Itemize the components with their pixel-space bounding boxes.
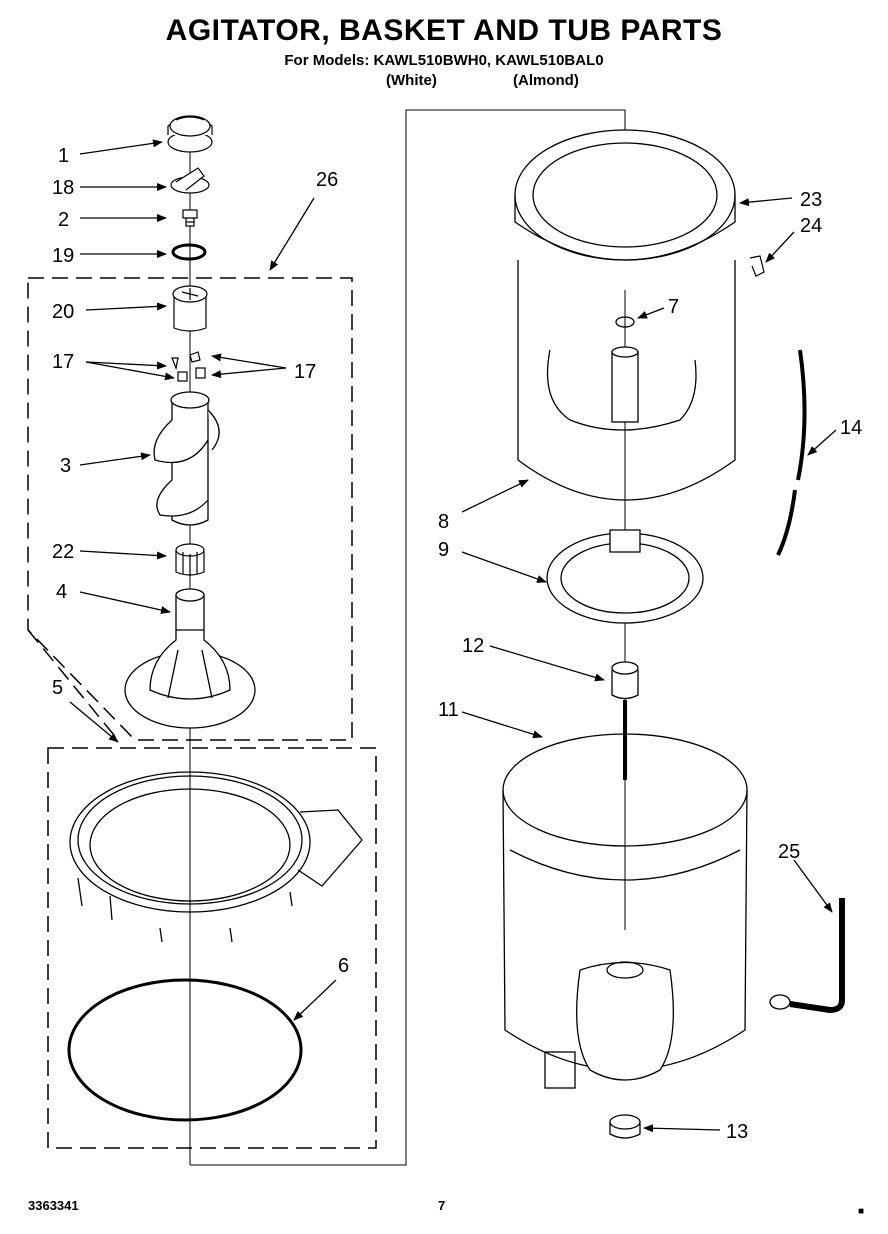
retainer-clip xyxy=(170,167,210,194)
callout-14: 14 xyxy=(840,417,862,439)
tub-ring xyxy=(69,771,363,943)
color-label-almond: (Almond) xyxy=(513,72,579,89)
callout-8: 8 xyxy=(438,511,449,533)
agitator-auger xyxy=(153,391,220,526)
callout-1: 1 xyxy=(58,145,69,167)
callout-25: 25 xyxy=(778,841,800,863)
agitator-kit-box xyxy=(27,277,353,741)
color-label-white: (White) xyxy=(386,72,437,89)
agitator-cam xyxy=(172,285,208,332)
agitator-cap xyxy=(167,115,213,153)
callout-5: 5 xyxy=(52,677,63,699)
callout-24: 24 xyxy=(800,215,822,237)
drive-bell xyxy=(175,543,205,576)
basket-drive-hub xyxy=(546,529,704,624)
callout-12: 12 xyxy=(462,635,484,657)
callout-23: 23 xyxy=(800,189,822,211)
callout-18: 18 xyxy=(52,177,74,199)
assembly-line-left xyxy=(189,109,626,1166)
callout-20: 20 xyxy=(52,301,74,323)
callout-numbers: 1 18 2 19 26 20 17 17 3 22 4 5 6 23 24 7… xyxy=(52,145,862,1143)
ring-kit-box xyxy=(47,747,377,1149)
callout-22: 22 xyxy=(52,541,74,563)
snap-ring xyxy=(67,978,303,1122)
callout-19: 19 xyxy=(52,245,74,267)
agitator-dogs xyxy=(171,351,206,382)
o-ring xyxy=(171,243,207,261)
callout-13: 13 xyxy=(726,1121,748,1143)
drain-hose xyxy=(789,898,845,1014)
callout-11: 11 xyxy=(438,699,459,721)
callout-9: 9 xyxy=(438,539,449,561)
agitator-bolt xyxy=(182,209,198,227)
callout-26: 26 xyxy=(316,169,338,191)
models-subtitle: For Models: KAWL510BWH0, KAWL510BAL0 xyxy=(284,52,604,69)
leader-arrows xyxy=(69,139,837,1133)
callout-2: 2 xyxy=(58,209,69,231)
hub-gasket xyxy=(611,661,639,700)
callout-17-right: 17 xyxy=(294,361,316,383)
callout-4: 4 xyxy=(56,581,67,603)
outer-tub xyxy=(502,733,748,1089)
tub-plug xyxy=(609,1114,641,1139)
page-number: 7 xyxy=(438,1198,446,1213)
callout-6: 6 xyxy=(338,955,349,977)
callout-7: 7 xyxy=(668,296,679,318)
agitator-base xyxy=(124,588,256,729)
page-title: AGITATOR, BASKET AND TUB PARTS xyxy=(165,14,723,47)
basket-hose xyxy=(776,349,807,556)
callout-3: 3 xyxy=(60,455,71,477)
balance-ring xyxy=(514,129,736,261)
document-number: 3363341 xyxy=(28,1198,79,1213)
spin-basket xyxy=(517,260,736,501)
callout-17-left: 17 xyxy=(52,351,74,373)
basket-clip xyxy=(749,255,765,277)
corner-mark: ■ xyxy=(858,1206,865,1217)
